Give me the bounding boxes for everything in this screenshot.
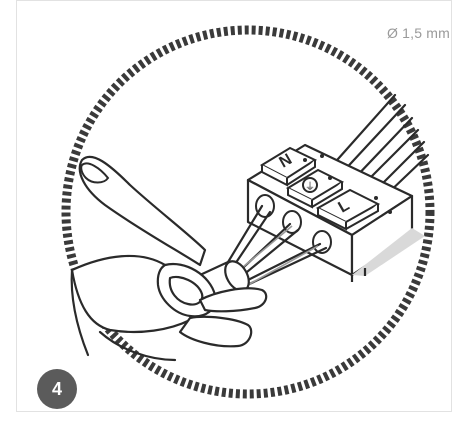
wire-diameter-label: Ø 1,5 mm xyxy=(386,25,450,41)
step-number-badge: 4 xyxy=(37,369,77,409)
terminal-label-earth: ⏚ xyxy=(305,181,315,193)
terminal-n xyxy=(259,146,318,187)
screw-dots xyxy=(303,154,392,214)
fingernail xyxy=(80,162,110,184)
dashed-circle-frame xyxy=(61,25,435,399)
hand-illustration xyxy=(70,155,268,362)
terminal-l xyxy=(315,188,381,231)
